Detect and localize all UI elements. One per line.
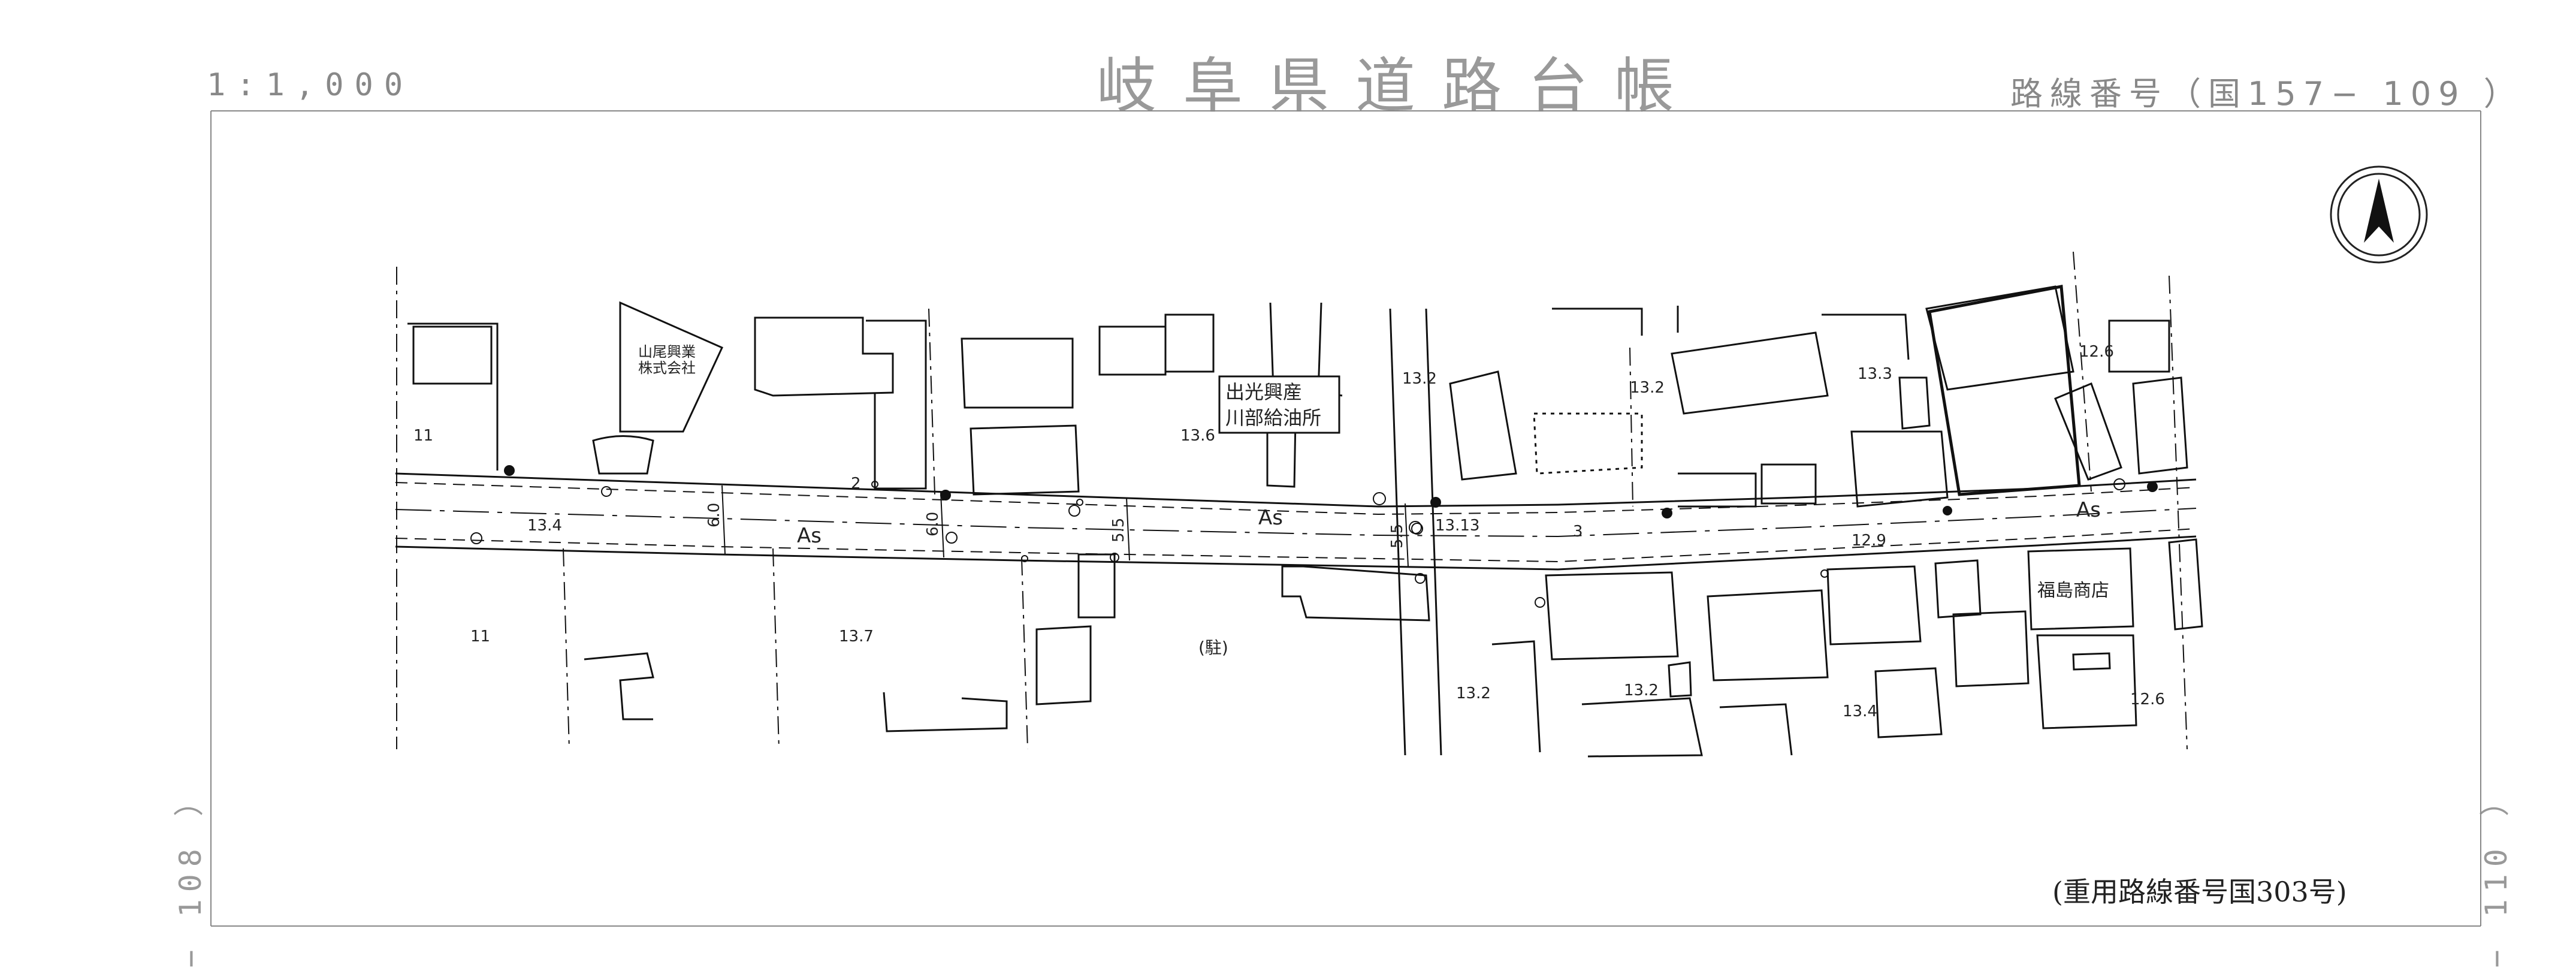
road-width-label: 5.5 bbox=[1388, 524, 1406, 548]
cross-street bbox=[1389, 308, 1442, 756]
elevation-label: 13.2 bbox=[1402, 370, 1437, 388]
elevation-label: 13.13 bbox=[1435, 517, 1479, 535]
elevation-label: 12.9 bbox=[1852, 532, 1886, 550]
buildings-north bbox=[407, 285, 2188, 508]
road-width-label: 6.0 bbox=[705, 503, 723, 527]
elevation-label: 13.2 bbox=[1456, 684, 1491, 702]
company-label-2: 株式会社 bbox=[638, 360, 696, 376]
route-number: 路線番号（国157− 109 ） bbox=[2010, 75, 2523, 113]
parcel-boundaries bbox=[396, 251, 2188, 750]
elevation-label: 13.4 bbox=[527, 517, 562, 535]
pavement-label: As bbox=[1258, 506, 1283, 530]
shop-label-1: 出光興産 bbox=[1225, 381, 1302, 403]
north-arrow-icon bbox=[2330, 165, 2428, 264]
company-label-1: 山尾興業 bbox=[638, 343, 696, 360]
shop-label-3: 福島商店 bbox=[2037, 580, 2109, 601]
sheet-title: 岐阜県道路台帳 bbox=[1097, 51, 1701, 121]
map-scale: 1:1,000 bbox=[207, 67, 414, 103]
tree-garden-icon bbox=[592, 435, 654, 475]
elevation-label: 13.2 bbox=[1624, 681, 1659, 699]
road-map: 山尾興業 株式会社 出光興産 川部給油所 福島商店 (駐) As As As 1… bbox=[210, 110, 2481, 927]
elevation-label: 13.7 bbox=[839, 628, 874, 646]
shop-sign-box bbox=[1218, 375, 1340, 434]
buildings-south bbox=[584, 538, 2203, 758]
road-edges bbox=[395, 472, 2197, 571]
overlap-route-label: (重用路線番号国303号) bbox=[2052, 876, 2347, 908]
pavement-label: As bbox=[797, 524, 822, 548]
elevation-label: 13.4 bbox=[1843, 702, 1877, 720]
road-width-label: 6.0 bbox=[924, 512, 942, 536]
elevation-label: 13.6 bbox=[1180, 427, 1215, 445]
road-centerline bbox=[395, 508, 2197, 538]
parking-label: (駐) bbox=[1198, 638, 1228, 658]
map-symbols bbox=[470, 465, 2158, 608]
elevation-label: 12.6 bbox=[2130, 690, 2165, 708]
parcel-number: 3 bbox=[1573, 523, 1583, 541]
elevation-label: 12.6 bbox=[2079, 343, 2114, 361]
parcel-number: 2 bbox=[851, 475, 861, 493]
elevation-label: 13.3 bbox=[1858, 365, 1892, 383]
shop-label-2: 川部給油所 bbox=[1225, 406, 1321, 429]
parcel-number: 11 bbox=[413, 427, 433, 445]
road-width-label: 5.5 bbox=[1110, 518, 1128, 542]
curb-lines bbox=[395, 482, 2197, 563]
pavement-label: As bbox=[2076, 498, 2101, 522]
parcel-number: 11 bbox=[470, 628, 490, 646]
width-dimensions bbox=[721, 485, 1409, 567]
map-frame bbox=[210, 110, 2481, 927]
elevation-label: 13.2 bbox=[1630, 379, 1665, 397]
